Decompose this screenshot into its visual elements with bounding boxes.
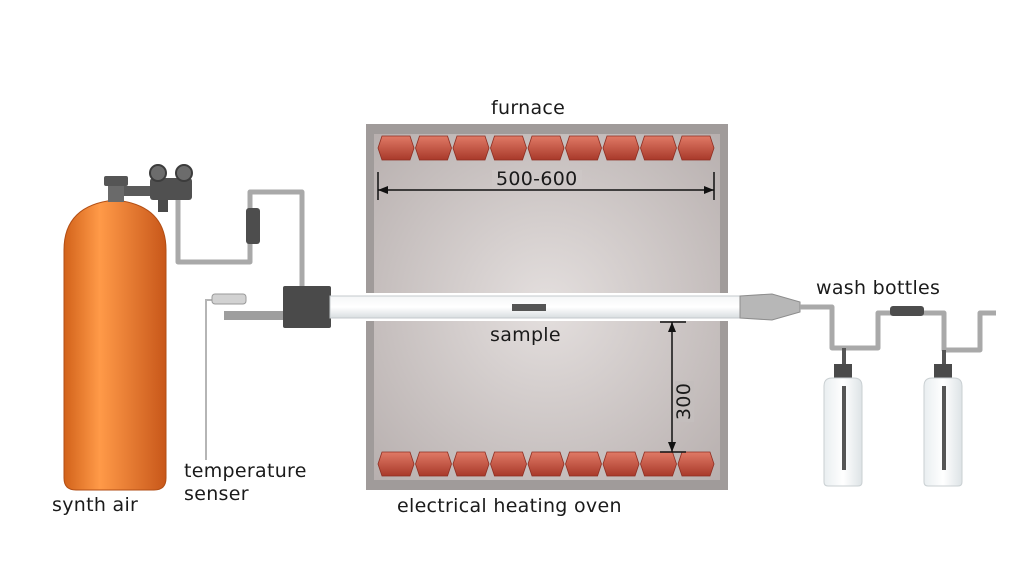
inlet-fitting <box>283 286 331 328</box>
top-heating-brick <box>677 135 715 161</box>
temperature-sensor <box>205 293 284 460</box>
heating-elements-bottom <box>377 451 715 477</box>
temperature-sensor-label-line1: temperature <box>184 460 307 482</box>
gauge-right-icon <box>175 164 193 182</box>
height-dimension <box>660 321 686 453</box>
bottom-heating-brick <box>527 451 565 477</box>
outlet-pipe <box>800 304 996 353</box>
oven-label: electrical heating oven <box>397 495 622 517</box>
outlet-adapter <box>739 293 801 321</box>
bottom-heating-brick <box>640 451 677 477</box>
bottle-connector <box>890 306 924 316</box>
gas-supply-pipe <box>175 189 305 290</box>
pressure-regulator <box>124 164 193 212</box>
gas-cylinder <box>63 176 167 491</box>
top-heating-brick <box>490 135 527 161</box>
sample-label: sample <box>490 324 561 346</box>
top-heating-brick <box>565 135 602 161</box>
bottom-heating-brick <box>565 451 602 477</box>
gauge-left-icon <box>149 164 167 182</box>
height-dimension-label: 300 <box>673 380 696 423</box>
furnace-label: furnace <box>491 97 566 119</box>
length-dimension-label: 500-600 <box>492 170 582 189</box>
bottom-heating-brick <box>452 451 490 477</box>
bottom-heating-brick <box>490 451 527 477</box>
bottom-heating-brick <box>677 451 715 477</box>
bottom-heating-brick <box>377 451 415 477</box>
top-heating-brick <box>452 135 490 161</box>
sample-boat <box>512 304 546 311</box>
wash-bottles-label: wash bottles <box>816 277 941 299</box>
synth-air-label: synth air <box>52 494 139 516</box>
bottom-heating-brick <box>602 451 640 477</box>
length-dimension <box>377 172 715 200</box>
top-heating-brick <box>527 135 565 161</box>
quartz-tube <box>329 295 741 319</box>
top-heating-brick <box>415 135 452 161</box>
top-heating-brick <box>377 135 415 161</box>
cylinder-neck <box>108 184 124 202</box>
heating-elements-top <box>377 135 715 161</box>
temperature-sensor-label-line2: senser <box>184 483 249 505</box>
bottom-heating-brick <box>415 451 452 477</box>
cylinder-valve <box>104 176 128 186</box>
inline-flow-meter <box>246 208 260 244</box>
top-heating-brick <box>602 135 640 161</box>
top-heating-brick <box>640 135 677 161</box>
